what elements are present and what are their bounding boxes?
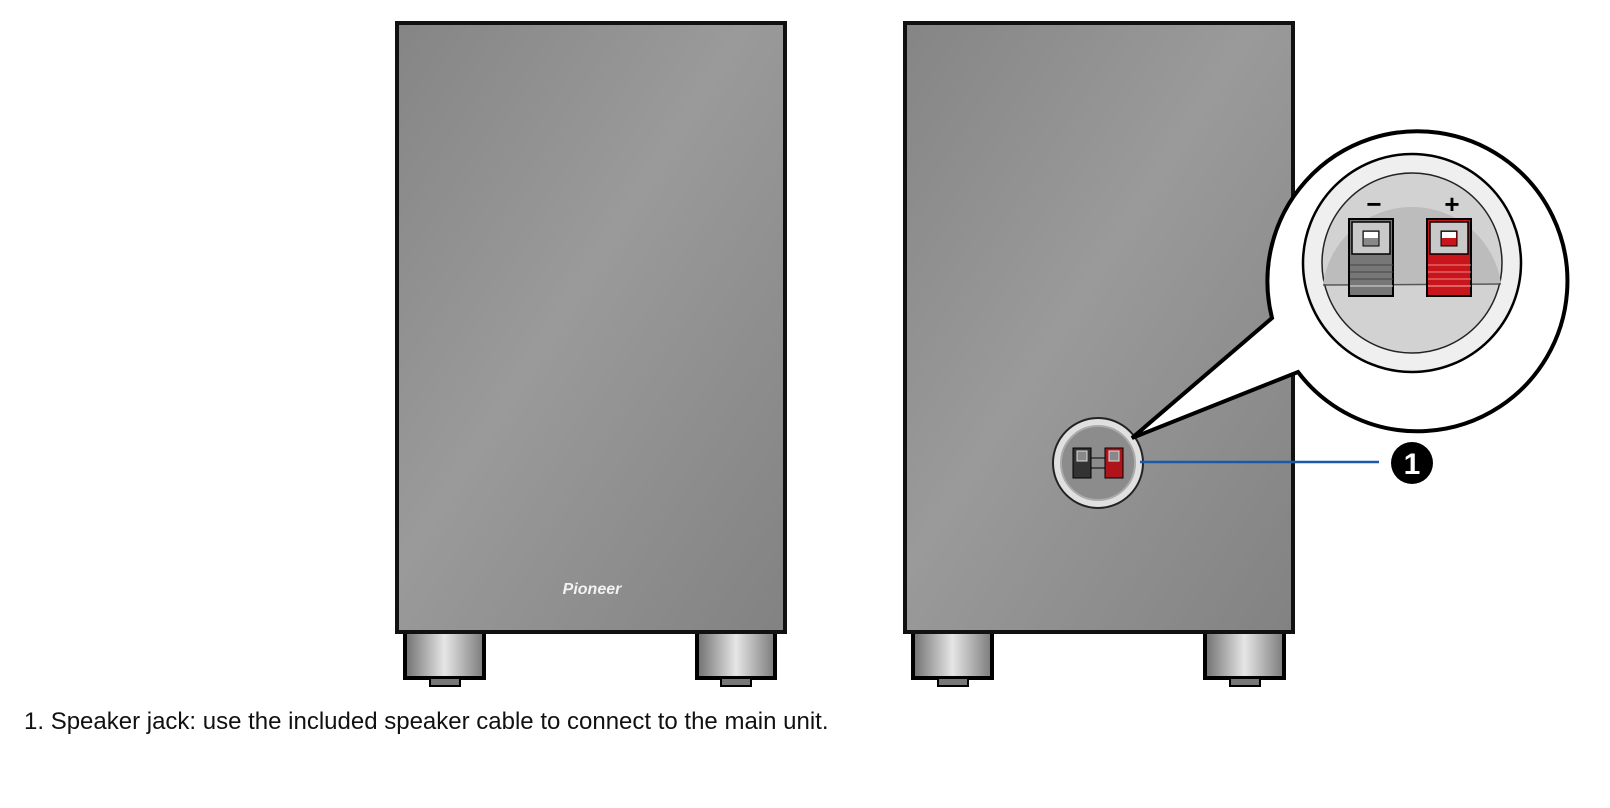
speaker-front: Pioneer: [395, 21, 787, 687]
pioneer-logo: Pioneer: [563, 581, 622, 598]
foot: [911, 630, 994, 687]
caption-text: Speaker jack: use the included speaker c…: [50, 708, 829, 735]
plus-label: +: [1444, 189, 1459, 219]
speaker-jack: [1052, 417, 1144, 509]
caption: 1. Speaker jack: use the included speake…: [24, 708, 829, 736]
foot: [403, 630, 486, 687]
caption-number: 1.: [24, 708, 45, 735]
foot: [695, 630, 777, 687]
jack-magnified-callout: − +: [1130, 129, 1570, 440]
callout-badge-1: 1: [1391, 442, 1433, 484]
foot: [1203, 630, 1286, 687]
speaker-rear: [903, 21, 1295, 687]
minus-label: −: [1366, 189, 1381, 219]
terminal-plus: +: [1426, 189, 1472, 297]
callout-number: 1: [1404, 448, 1421, 481]
terminal-minus: −: [1348, 189, 1394, 297]
